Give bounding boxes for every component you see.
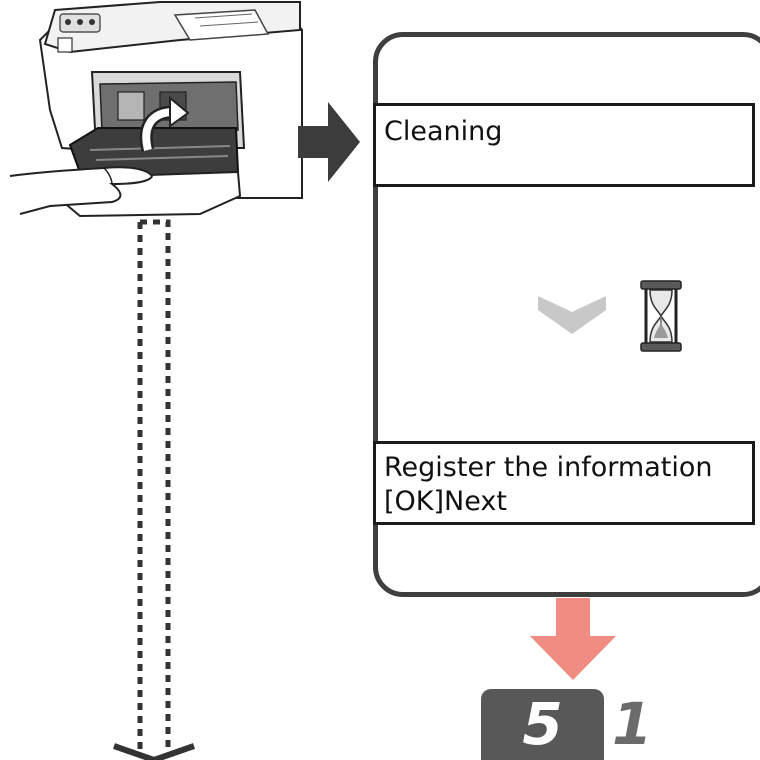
dotted-down-arrow xyxy=(113,219,195,760)
chevron-down-icon xyxy=(538,296,606,334)
lcd-screen-cleaning: Cleaning xyxy=(373,103,755,187)
printer-illustration xyxy=(9,0,303,218)
lcd-screen-register: Register the information [OK]Next xyxy=(373,441,755,525)
down-arrow-icon xyxy=(530,598,616,680)
hourglass-icon xyxy=(640,280,682,352)
right-arrow-icon xyxy=(298,102,360,182)
cleaning-label: Cleaning xyxy=(384,116,503,147)
step-number-badge: 5 xyxy=(481,689,604,760)
register-message: Register the information xyxy=(384,452,713,483)
register-ok-next: [OK]Next xyxy=(384,486,507,517)
step-sub-number: 1 xyxy=(612,690,653,758)
